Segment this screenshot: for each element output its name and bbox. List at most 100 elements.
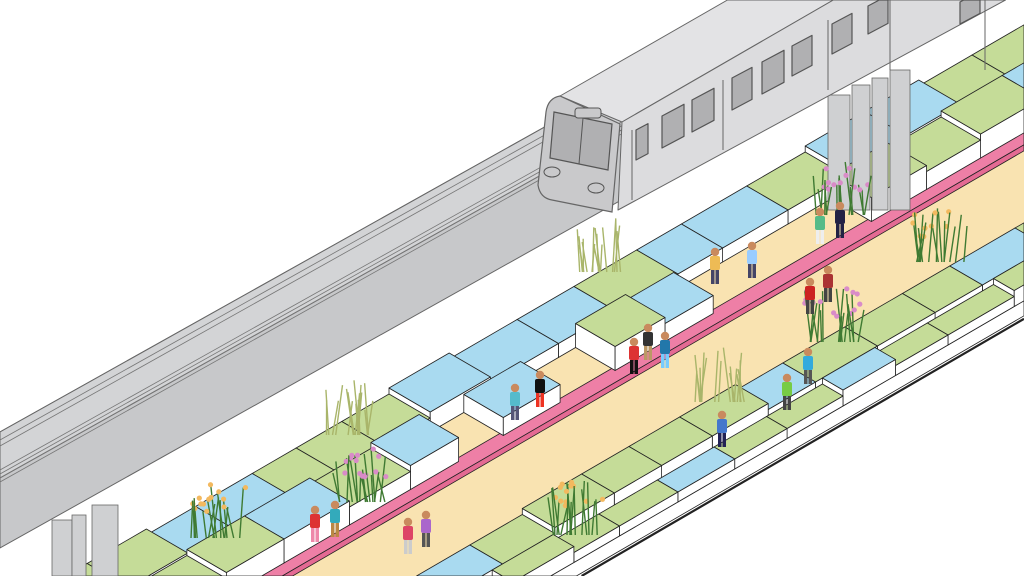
person-head [421, 510, 431, 520]
grass-blade [816, 302, 821, 343]
grass-blade [354, 455, 359, 503]
green-planter [491, 534, 575, 576]
train-window [661, 103, 685, 149]
person-torso [310, 514, 320, 528]
person-torso [535, 379, 545, 393]
pillar [51, 519, 73, 576]
person-torso [330, 509, 340, 523]
flower [563, 488, 570, 494]
pillar [851, 84, 871, 211]
grass-blade [611, 219, 617, 273]
plant-clump [812, 161, 872, 216]
grass-blade [193, 498, 197, 539]
flower [831, 310, 837, 316]
pillar [71, 514, 87, 576]
flower [353, 457, 359, 464]
grass-blade [212, 497, 220, 539]
grass-blade [963, 225, 968, 263]
person-leg [665, 354, 669, 368]
grass-blade [812, 175, 817, 216]
flower [359, 473, 365, 479]
person [835, 201, 845, 238]
person-leg [820, 230, 824, 244]
flower [851, 307, 857, 313]
grass-blade [335, 461, 341, 503]
grass-blade [928, 212, 934, 263]
grass-blade [363, 383, 370, 436]
person-head [330, 500, 340, 510]
grass-blade [560, 505, 569, 536]
grass-blade [913, 212, 919, 263]
person-torso [803, 356, 813, 370]
flower [242, 484, 249, 491]
grass-blade [591, 501, 596, 536]
person-leg [644, 346, 648, 360]
destination-sign [574, 107, 602, 119]
flower [562, 503, 569, 509]
flower [370, 446, 376, 452]
person-leg [836, 224, 840, 238]
plantings [190, 161, 968, 539]
person-leg [335, 523, 339, 537]
grass-blade [547, 497, 555, 536]
person-torso [629, 346, 639, 360]
grass-blade [848, 168, 856, 216]
person-leg [752, 264, 756, 278]
flower [857, 301, 863, 307]
train-window [691, 87, 715, 133]
grass-blade [819, 310, 823, 343]
headlight [587, 182, 605, 194]
person-torso [782, 382, 792, 396]
flower [216, 489, 222, 495]
person-leg [422, 533, 426, 547]
grass-blade [594, 227, 601, 273]
flower [846, 165, 852, 171]
person-head [835, 201, 845, 211]
person-leg [515, 406, 519, 420]
grass-blade [325, 389, 330, 436]
person [403, 517, 413, 554]
person-leg [718, 433, 722, 447]
grass-blade [918, 214, 924, 263]
grass-blade [861, 189, 864, 216]
grass-blade [586, 482, 590, 536]
flower [599, 496, 606, 502]
grass-blade [837, 288, 845, 343]
grass-blade [226, 507, 235, 539]
grass-blade [551, 488, 556, 536]
planter-top [575, 294, 666, 347]
person-head [717, 410, 727, 420]
grass-blade [601, 227, 608, 273]
grass-blade [820, 168, 824, 216]
flower [946, 209, 952, 215]
planter-top [370, 414, 460, 466]
person-leg [715, 270, 719, 284]
person-leg [311, 528, 315, 542]
grass-blade [593, 244, 600, 273]
train-window [761, 49, 785, 95]
flower [207, 482, 214, 488]
flower [850, 289, 856, 295]
person [535, 370, 545, 407]
person-leg [315, 528, 319, 542]
grass-blade [845, 293, 851, 343]
flower [200, 501, 207, 507]
person-head [629, 337, 639, 347]
person-leg [816, 230, 820, 244]
plant-clump [910, 208, 968, 263]
person-leg [828, 288, 832, 302]
flower [204, 508, 210, 514]
person-leg [540, 393, 544, 407]
grass-blade [949, 226, 956, 263]
grass-blade [696, 373, 702, 403]
headlight [543, 166, 561, 178]
grass-blade [843, 313, 849, 343]
person-head [710, 247, 720, 257]
person [803, 347, 813, 384]
people [310, 201, 845, 554]
person-leg [404, 540, 408, 554]
grass-blade [359, 476, 362, 503]
grass-blade [573, 485, 576, 536]
grass-blade [190, 503, 194, 539]
person [823, 265, 833, 302]
